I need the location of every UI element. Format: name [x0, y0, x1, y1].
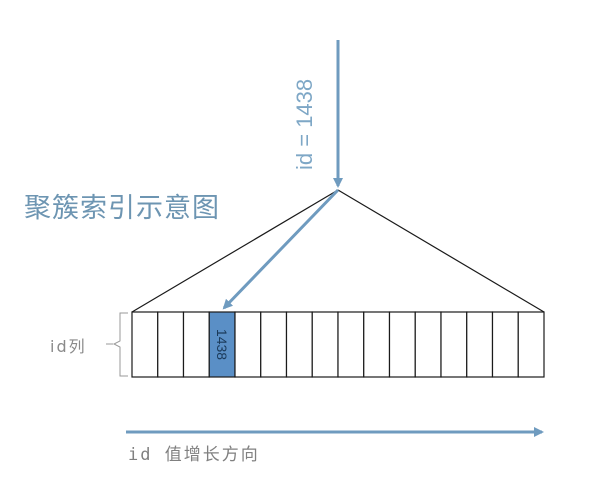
- highlighted-cell-value: 1438: [214, 329, 230, 360]
- lookup-arrow: [222, 188, 340, 310]
- index-cell: [440, 311, 468, 378]
- direction-label: id 值增长方向: [128, 445, 260, 465]
- index-cell: [517, 311, 545, 378]
- highlighted-cell: [208, 311, 236, 378]
- index-cell: [363, 311, 391, 378]
- index-cell: [234, 311, 262, 378]
- index-cell: [157, 311, 185, 378]
- index-cell: [388, 311, 416, 378]
- id-column-cells: 1438: [131, 311, 545, 378]
- index-cell: [414, 311, 442, 378]
- index-cell: [311, 311, 339, 378]
- tree-triangle: [131, 189, 545, 313]
- index-cell: [260, 311, 288, 378]
- index-cell: [491, 311, 519, 378]
- column-label: id列: [50, 337, 87, 356]
- column-bracket: [112, 312, 128, 377]
- index-cell: [182, 311, 210, 378]
- index-cell: [337, 311, 365, 378]
- diagram-title: 聚簇索引示意图: [24, 193, 220, 224]
- index-cell: [131, 311, 159, 378]
- index-cell: [466, 311, 494, 378]
- query-label: id = 1438: [292, 78, 317, 170]
- index-cell: [285, 311, 313, 378]
